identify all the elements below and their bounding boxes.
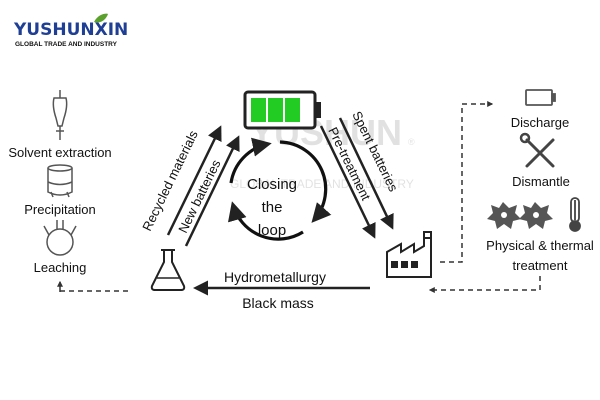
dismantle-label: Dismantle <box>512 174 570 189</box>
logo-leaf-icon <box>94 13 108 23</box>
cycle-center-line3: loop <box>258 222 286 239</box>
black-mass-label: Black mass <box>242 295 314 311</box>
cycle-center-line1: Closing <box>247 176 297 193</box>
battery-full-icon <box>243 90 321 130</box>
battery-empty-icon <box>525 89 556 106</box>
three-neck-flask-icon <box>43 220 77 256</box>
logo-name-part1: YUSHUN <box>13 20 95 40</box>
logo-name-part2: XIN <box>95 20 129 40</box>
factory-to-discharge-connector <box>440 101 494 263</box>
separatory-funnel-icon <box>52 90 68 140</box>
discharge-label: Discharge <box>511 115 570 130</box>
cycle-arrows <box>228 137 332 241</box>
treatment-to-factory-connector <box>428 276 541 293</box>
erlenmeyer-flask-icon <box>150 249 186 291</box>
cycle-center-line2: the <box>262 199 283 216</box>
hydrometallurgy-label: Hydrometallurgy <box>224 269 326 285</box>
factory-icon <box>386 231 432 278</box>
spent-batteries-arrow <box>338 117 394 230</box>
watermark-registered: ® <box>408 137 415 147</box>
physical-thermal-label-line1: Physical & thermal <box>486 238 594 253</box>
pre-treatment-arrow <box>319 125 376 239</box>
logo-tagline: GLOBAL TRADE AND INDUSTRY <box>15 41 118 48</box>
wrench-screwdriver-icon <box>519 132 555 168</box>
beaker-icon <box>47 164 73 198</box>
precipitation-label: Precipitation <box>24 202 96 217</box>
thermometer-icon <box>569 197 581 232</box>
brand-logo: YUSHUNXIN GLOBAL TRADE AND INDUSTRY <box>13 13 128 48</box>
svg-text:YUSHUNXIN: YUSHUNXIN <box>13 20 128 40</box>
physical-thermal-label-line2: treatment <box>513 258 568 273</box>
crusher-blades-icon <box>487 202 553 229</box>
new-batteries-arrow <box>184 135 240 247</box>
cycle-arc-right <box>279 140 332 223</box>
cycle-arc-bottom <box>228 201 304 241</box>
recycled-materials-arrow <box>166 125 222 236</box>
cycle-arc-left <box>229 137 272 184</box>
solvent-extraction-label: Solvent extraction <box>8 145 111 160</box>
watermark-sub: GLOBAL TRADE AND INDUSTRY <box>230 177 414 191</box>
leaching-label: Leaching <box>34 260 87 275</box>
